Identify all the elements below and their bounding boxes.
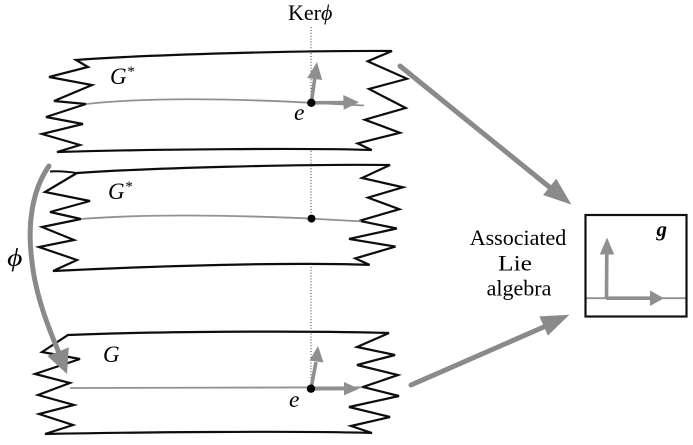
svg-text:algebra: algebra — [487, 276, 552, 301]
svg-text:Lie: Lie — [498, 251, 532, 276]
svg-text:e: e — [294, 100, 304, 126]
svg-text:e: e — [289, 387, 299, 413]
svg-text:g: g — [656, 217, 668, 241]
svg-text:Associated: Associated — [470, 225, 567, 250]
svg-text:G: G — [103, 342, 120, 367]
svg-text:Kerϕ: Kerϕ — [288, 0, 332, 25]
svg-text:ϕ: ϕ — [7, 244, 22, 271]
